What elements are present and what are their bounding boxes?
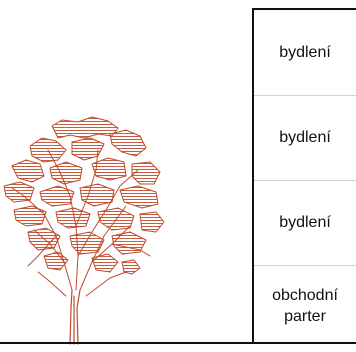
- deciduous-tree-icon: [3, 116, 165, 345]
- floor-label: bydlení: [279, 129, 331, 146]
- ground-line: [0, 342, 252, 344]
- floor-divider: [254, 180, 356, 181]
- floor-label: bydlení: [279, 214, 331, 231]
- floor-divider: [254, 265, 356, 266]
- floor-divider: [254, 95, 356, 96]
- floor-commercial-ground: obchodní parter: [254, 265, 356, 344]
- floor-label: bydlení: [279, 44, 331, 61]
- building-section: bydlení bydlení bydlení obchodní parter: [252, 8, 356, 344]
- floor-residential-1: bydlení: [254, 180, 356, 265]
- floor-residential-3: bydlení: [254, 10, 356, 95]
- floor-label-commercial: obchodní parter: [272, 285, 338, 327]
- floor-label-line2: parter: [284, 307, 326, 325]
- floor-label-line1: obchodní: [272, 286, 338, 304]
- floor-residential-2: bydlení: [254, 95, 356, 180]
